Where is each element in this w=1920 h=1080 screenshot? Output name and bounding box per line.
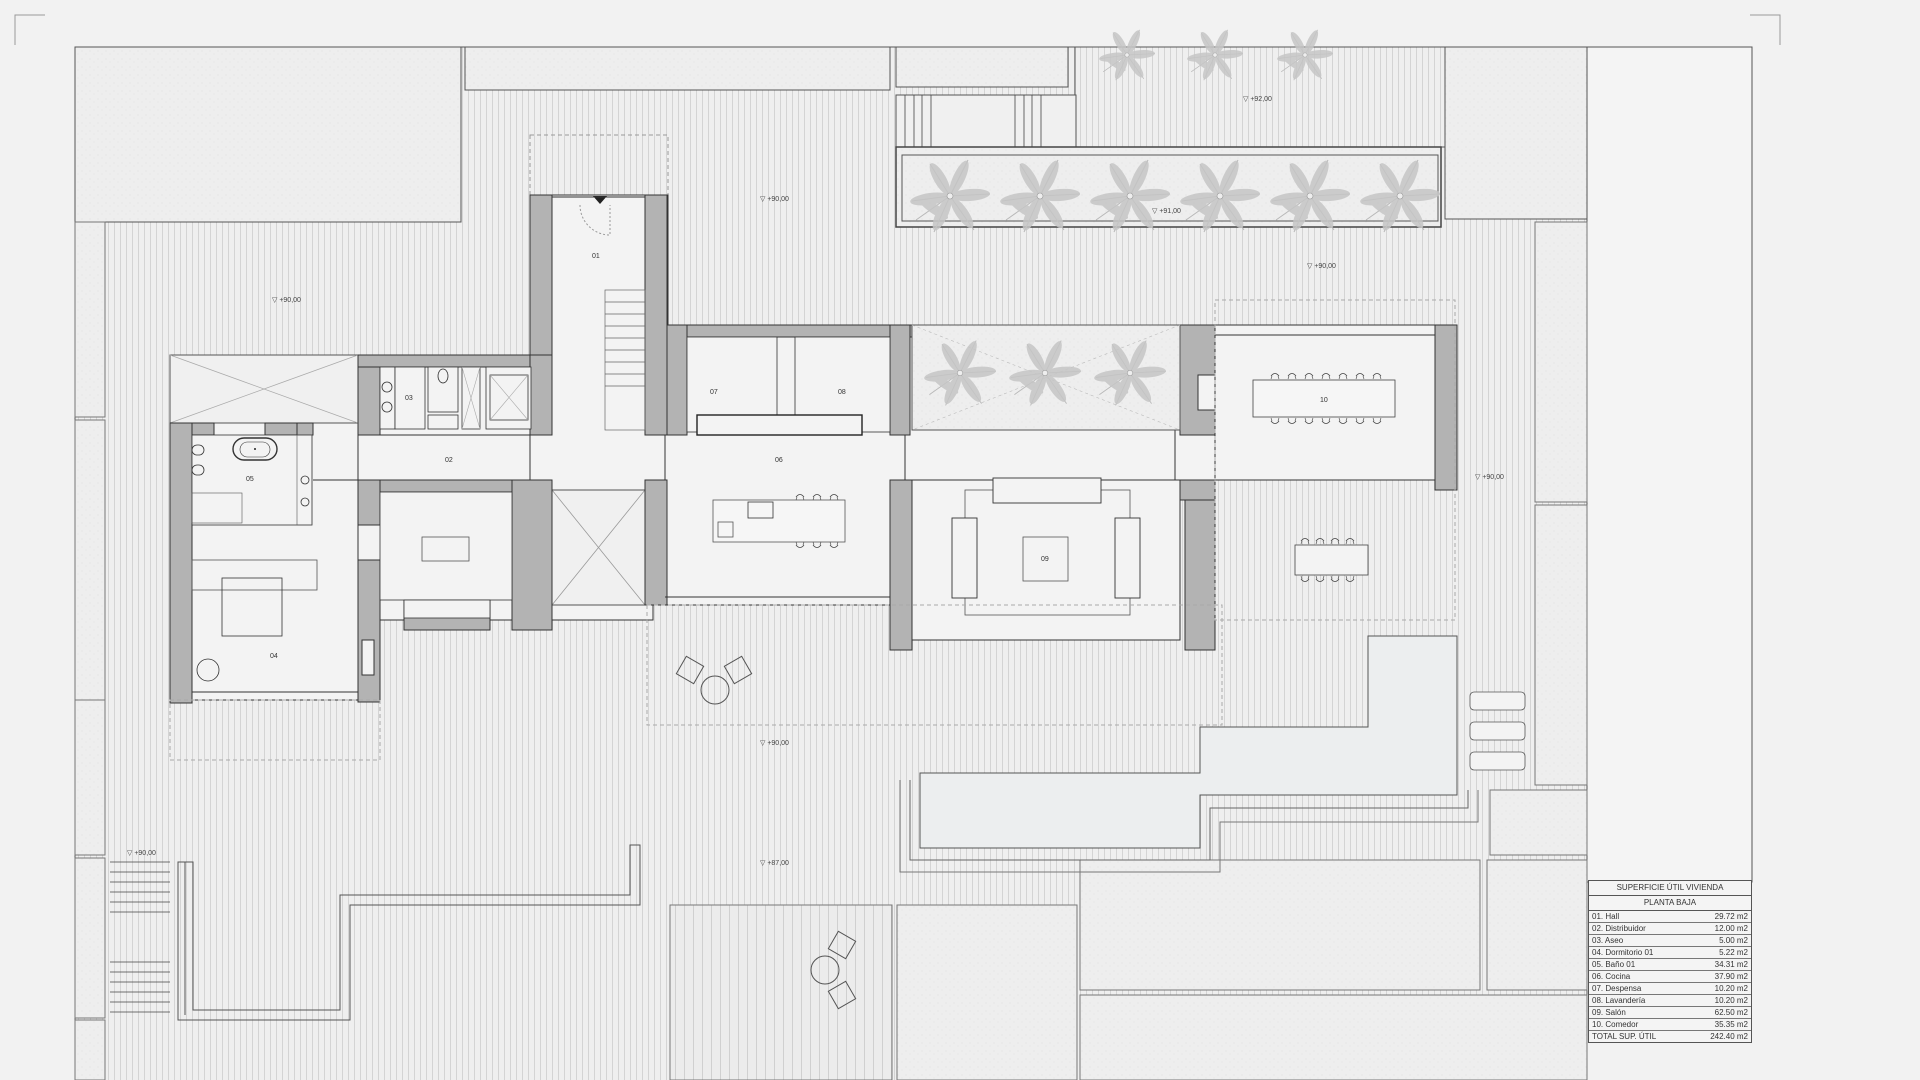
area-table-title: SUPERFICIE ÚTIL VIVIENDA <box>1589 881 1751 896</box>
room-label-06: 06 <box>775 457 783 464</box>
elevation-marker: ▽ +90,00 <box>1475 474 1504 481</box>
elevation-marker: ▽ +87,00 <box>760 860 789 867</box>
elevation-marker: ▽ +90,00 <box>127 850 156 857</box>
room-label-07: 07 <box>710 389 718 396</box>
room-label-09: 09 <box>1041 556 1049 563</box>
room-label-03: 03 <box>405 395 413 402</box>
elevation-marker: ▽ +90,00 <box>760 196 789 203</box>
elevation-marker: ▽ +92,00 <box>1243 96 1272 103</box>
room-label-08: 08 <box>838 389 846 396</box>
elevation-marker: ▽ +90,00 <box>272 297 301 304</box>
room-label-04: 04 <box>270 653 278 660</box>
elevation-marker: ▽ +90,00 <box>760 740 789 747</box>
elevation-marker: ▽ +90,00 <box>1307 263 1336 270</box>
elevation-marker: ▽ +91,00 <box>1152 208 1181 215</box>
room-label-01: 01 <box>592 253 600 260</box>
room-label-02: 02 <box>445 457 453 464</box>
area-table: SUPERFICIE ÚTIL VIVIENDA PLANTA BAJA 01.… <box>1588 880 1752 1043</box>
area-table-subtitle: PLANTA BAJA <box>1589 896 1751 911</box>
room-label-05: 05 <box>246 476 254 483</box>
room-label-10: 10 <box>1320 397 1328 404</box>
